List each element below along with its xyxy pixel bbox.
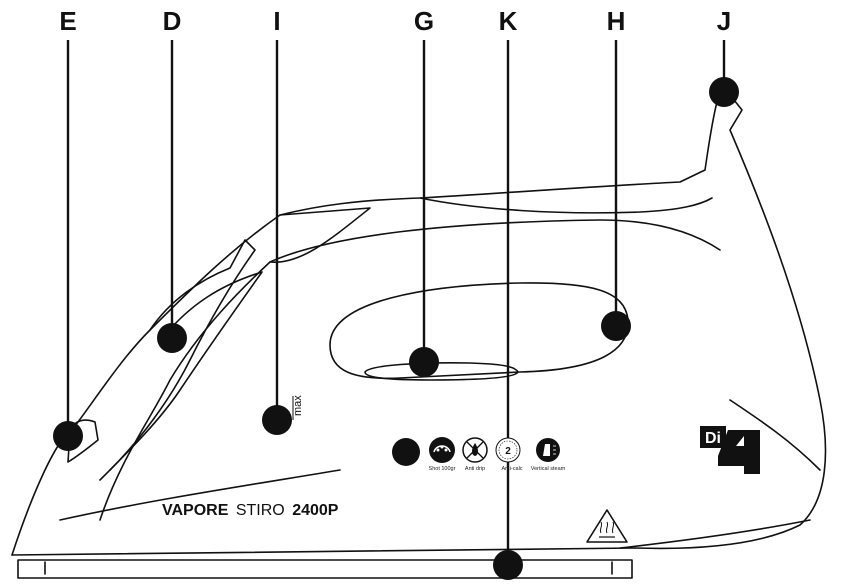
handle-inner (99, 219, 721, 521)
iron-body (11, 94, 827, 556)
callout-label-g: G (414, 6, 434, 36)
callout-dot-e (53, 421, 83, 451)
callout-label-j: J (717, 6, 731, 36)
anti-drip-icon: Anti drip (462, 437, 488, 472)
rear-panel-line (729, 399, 821, 471)
svg-text:Di: Di (705, 430, 721, 447)
anti-drip-caption: Anti drip (465, 466, 485, 472)
anti-calc-badge: 2 (505, 446, 511, 457)
vertical-steam-caption-text: Vertical steam (531, 466, 566, 472)
shot-caption: Shot 100gr (429, 466, 456, 472)
callout-dot-h (601, 311, 631, 341)
callout-label-k: K (499, 6, 518, 36)
anti-calc-caption: Anti-calc (501, 466, 522, 472)
feature-icons: Shot 100gr Anti drip 2 Anti-calc Vertica… (392, 437, 566, 472)
front-edge (59, 469, 341, 521)
callout-label-h: H (607, 6, 626, 36)
callout-dot-k (493, 550, 523, 580)
callout-dot-g (409, 347, 439, 377)
steam-slider (364, 362, 519, 381)
callout-label-d: D (163, 6, 182, 36)
shot-icon: Shot 100gr (429, 437, 456, 472)
callout-dot-j (709, 77, 739, 107)
model-number: 2400P (292, 502, 339, 519)
anti-calc-icon: 2 Anti-calc (495, 437, 523, 472)
tank-line-2 (99, 271, 263, 481)
max-fill-mark: max (292, 395, 304, 420)
callout-label-i: I (273, 6, 280, 36)
hot-surface-warning-icon (586, 509, 628, 543)
handle-top-line (269, 207, 371, 263)
model-line: STIRO (236, 502, 285, 519)
model-name: VAPORE STIRO 2400P (162, 502, 339, 519)
tank-front (109, 239, 256, 471)
nozzle (67, 419, 99, 463)
di4-logo: Di (700, 426, 760, 474)
callout-dot-i (262, 405, 292, 435)
heel (619, 519, 811, 549)
model-brand: VAPORE (162, 502, 229, 519)
soleplate-top (11, 547, 636, 556)
iron-outline (11, 94, 827, 579)
vertical-steam-caption: Vertical steam (531, 466, 566, 472)
soleplate (17, 559, 633, 579)
max-label: max (292, 395, 304, 416)
handle-grip-line (419, 197, 713, 214)
vertical-steam-icon: Vertical steam (531, 438, 566, 472)
callout-dot-d (157, 323, 187, 353)
callout-label-e: E (59, 6, 76, 36)
control-button-dot (392, 438, 420, 466)
callouts: E D I G K H J (53, 6, 739, 580)
